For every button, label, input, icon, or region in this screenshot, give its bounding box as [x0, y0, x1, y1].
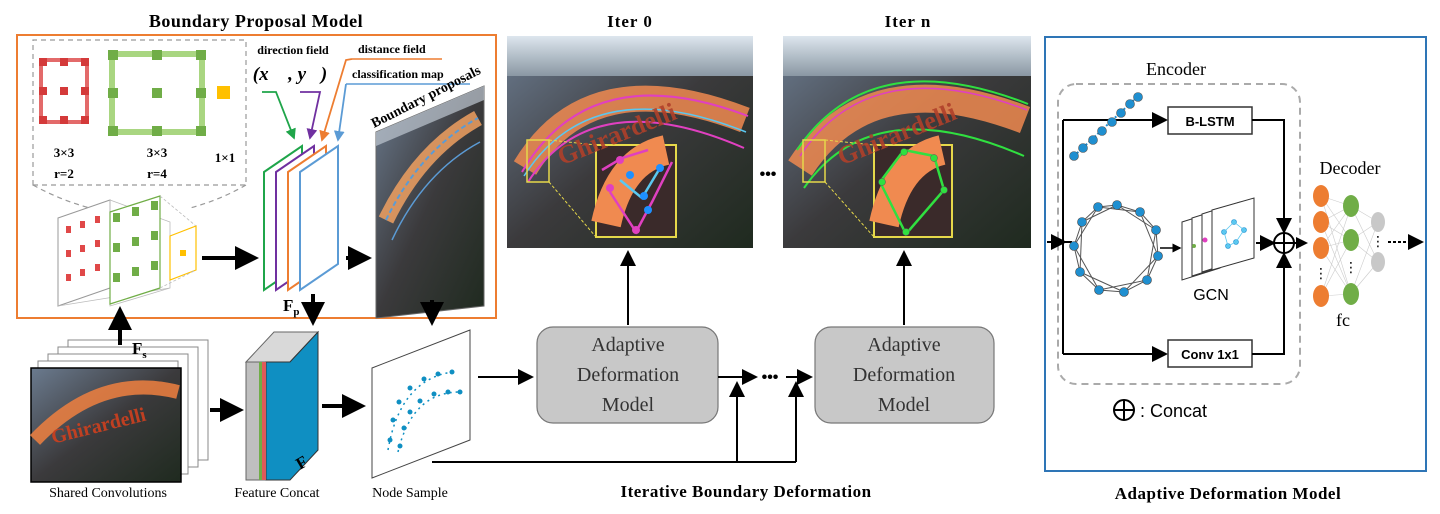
adm2-line1: Adaptive: [867, 334, 940, 356]
adm2-line2: Deformation: [853, 364, 955, 386]
direction-pointer-purple: [300, 91, 322, 140]
graph-ring: [1069, 200, 1163, 297]
adm-panel-frame: [1044, 36, 1427, 472]
feature-concat-label: Feature Concat: [234, 486, 319, 501]
itern-label: Iter n: [885, 12, 932, 31]
direction-field-label: direction field: [257, 43, 329, 57]
blstm-to-concat: [1252, 119, 1292, 234]
adm1-line3: Model: [602, 394, 655, 416]
adm-panel-title: Adaptive Deformation Model: [1115, 484, 1341, 503]
adm2-line3: Model: [878, 394, 931, 416]
direction-vector-label: (x⃗ , y⃗): [253, 64, 327, 85]
adm1-line1: Adaptive: [591, 334, 664, 356]
iterative-title: Iterative Boundary Deformation: [620, 482, 871, 501]
fp-planes: [263, 144, 339, 292]
gcn-label: GCN: [1193, 287, 1229, 304]
ellipsis-top: •••: [760, 166, 777, 183]
iter0-image: [507, 36, 753, 248]
decoder-dots-3: ⋮: [1371, 234, 1385, 250]
shared-conv-stack: [29, 339, 209, 483]
gcn-stack: [1181, 197, 1255, 281]
dilated-kernel-r4: [108, 50, 206, 136]
decoder-dots-2: ⋮: [1344, 260, 1358, 276]
itern-image: [783, 36, 1031, 248]
adm-box-1: [536, 326, 719, 424]
node-sample-card: [371, 329, 471, 479]
conv-box: [1167, 339, 1253, 368]
classification-map-label: classification map: [352, 67, 444, 81]
inset-callout: [32, 184, 247, 209]
adm-box-2: [814, 326, 995, 424]
node-sample-label: Node Sample: [372, 486, 448, 501]
shared-conv-label: Shared Convolutions: [49, 486, 167, 501]
kernel2-size: 3×3: [147, 145, 168, 160]
dilated-kernel-r2: [39, 58, 89, 124]
concat-symbol: [1273, 232, 1295, 254]
encoder-label: Encoder: [1146, 59, 1206, 79]
bpm-title: Boundary Proposal Model: [149, 11, 363, 31]
blstm-box: [1167, 106, 1253, 135]
direction-pointer: [262, 91, 296, 140]
iter0-label: Iter 0: [607, 12, 653, 31]
classification-pointer: [333, 83, 347, 142]
conv-to-concat: [1252, 252, 1292, 355]
distance-field-label: distance field: [358, 42, 426, 56]
conv-label: Conv 1x1: [1181, 347, 1239, 362]
concat-legend-symbol: [1113, 399, 1135, 421]
sequence-nodes: [1069, 92, 1143, 161]
concat-legend-label: : Concat: [1140, 401, 1207, 421]
kernel3-size: 1×1: [215, 150, 235, 165]
bpm-frame: [16, 34, 497, 319]
decoder-dots-1: ⋮: [1314, 266, 1328, 282]
conv-block-stack: [57, 195, 197, 307]
fp-label: Fp: [283, 296, 300, 318]
kernel1-rate: r=2: [54, 166, 74, 181]
feature-concat-block: [244, 330, 320, 481]
adm1-line2: Deformation: [577, 364, 679, 386]
kernel-1x1: [217, 86, 230, 99]
blstm-label: B-LSTM: [1185, 114, 1234, 129]
boundary-proposals-image: [375, 85, 485, 319]
kernel1-size: 3×3: [54, 145, 75, 160]
kernel2-rate: r=4: [147, 166, 167, 181]
fc-label: fc: [1336, 310, 1350, 330]
fs-label: Fs: [132, 339, 147, 361]
decoder-network: [1313, 185, 1385, 307]
distance-pointer: [319, 58, 353, 142]
ellipsis-mid: •••: [762, 369, 779, 386]
decoder-label: Decoder: [1320, 158, 1381, 178]
